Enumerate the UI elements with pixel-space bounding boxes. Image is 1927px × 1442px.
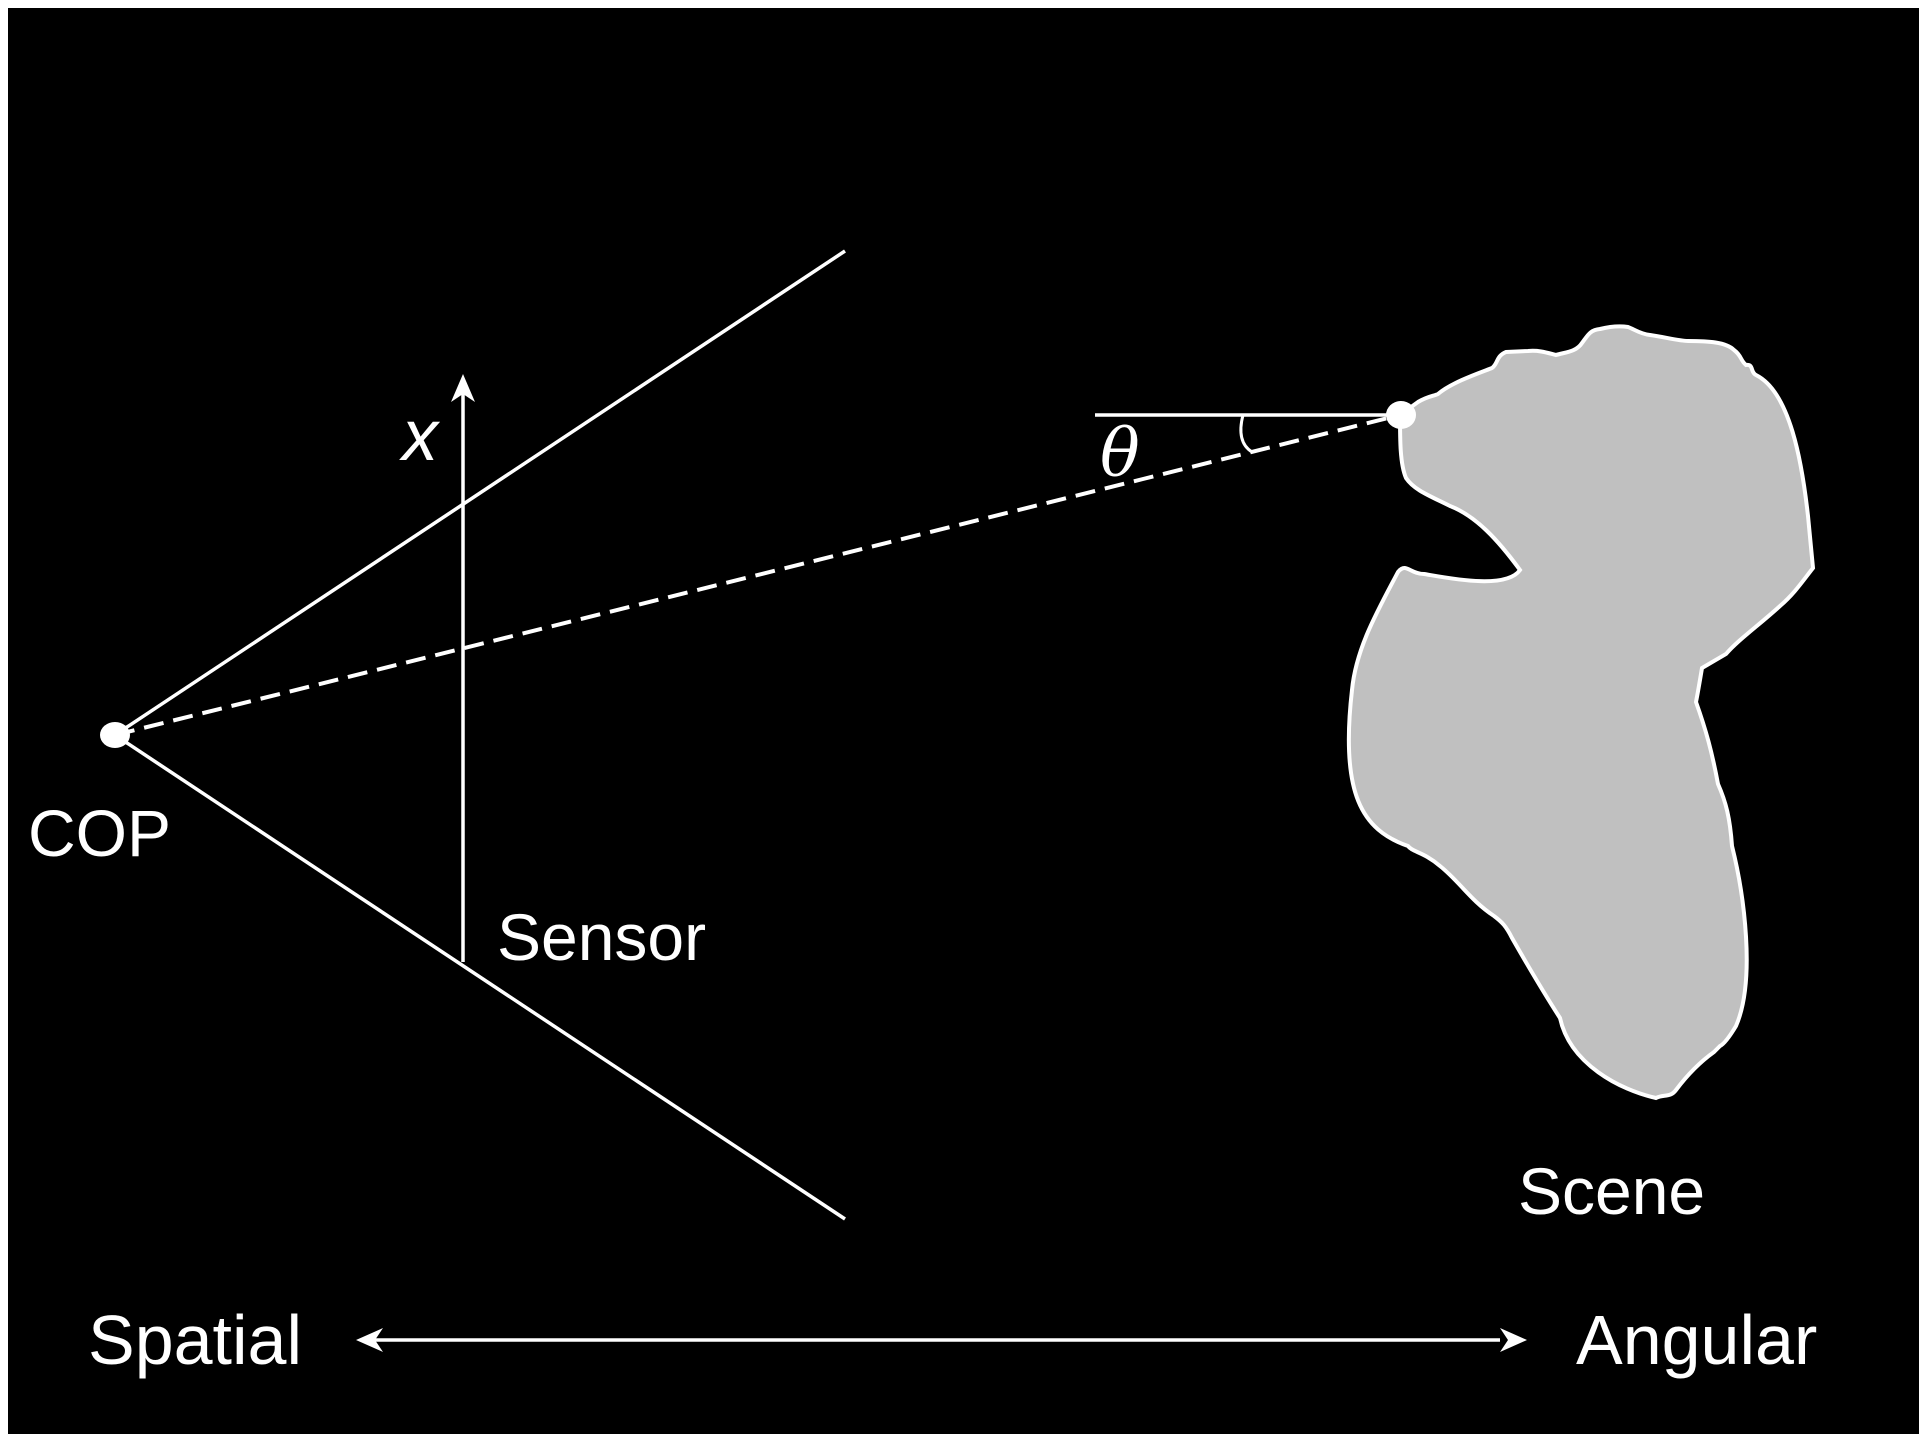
ray-dashed-line bbox=[114, 413, 1401, 737]
cop-label: COP bbox=[28, 796, 171, 870]
arrow-up-icon bbox=[451, 374, 475, 402]
sensor-label: Sensor bbox=[497, 900, 706, 974]
scene-shape bbox=[1346, 324, 1816, 1101]
theta-label: θ bbox=[1100, 415, 1140, 492]
arrow-left-head bbox=[356, 1328, 383, 1352]
x-axis-label: x bbox=[399, 396, 441, 476]
theta-angle-arc bbox=[1239, 414, 1253, 454]
cop-point bbox=[100, 722, 130, 748]
fov-lower-line bbox=[114, 733, 846, 1221]
scene-point bbox=[1386, 401, 1416, 429]
scene-label: Scene bbox=[1518, 1154, 1705, 1228]
angular-label: Angular bbox=[1576, 1301, 1817, 1379]
spatial-label: Spatial bbox=[88, 1301, 302, 1379]
double-arrow-icon bbox=[356, 1328, 1527, 1352]
arrow-right-head bbox=[1500, 1328, 1527, 1352]
fov-upper-line bbox=[114, 249, 846, 737]
